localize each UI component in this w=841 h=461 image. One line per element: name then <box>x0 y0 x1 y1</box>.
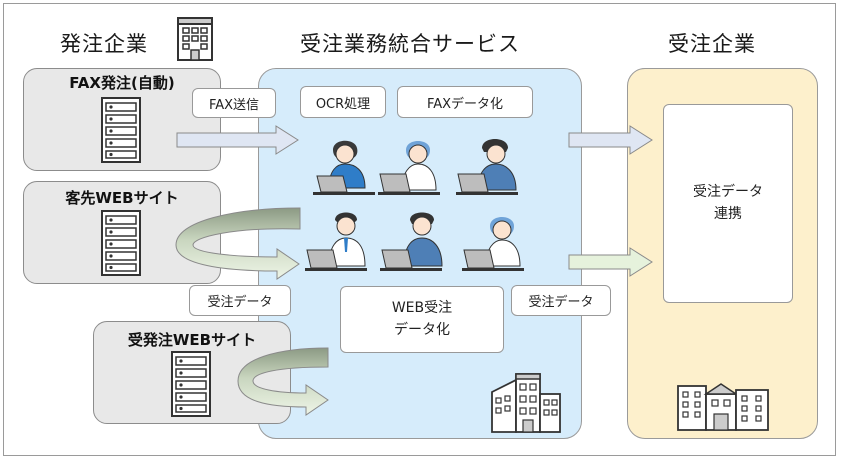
server-icon <box>101 97 141 163</box>
label-fax-send: FAX送信 <box>192 88 276 118</box>
building-icon <box>177 17 213 61</box>
curved-arrow-order-web <box>237 347 329 416</box>
source-fax-order-label: FAX発注(自動) <box>69 74 175 92</box>
web-data-line2: データ化 <box>394 321 450 338</box>
source-client-website-label: 客先WEBサイト <box>65 189 179 207</box>
label-ocr: OCR処理 <box>300 86 386 118</box>
operator-icon <box>378 141 440 195</box>
label-order-data-left: 受注データ <box>189 285 291 316</box>
link-line1: 受注データ <box>693 183 763 200</box>
buildings-icon <box>677 383 769 431</box>
server-icon <box>171 351 211 417</box>
buildings-icon <box>491 373 561 433</box>
box-order-data-link: 受注データ 連携 <box>663 104 793 303</box>
label-fax-data: FAXデータ化 <box>397 86 533 118</box>
operator-icon <box>462 217 524 271</box>
arrow-fax-to-service <box>176 125 299 155</box>
heading-service: 受注業務統合サービス <box>300 32 520 56</box>
operator-icon <box>305 212 367 271</box>
heading-receiving-company: 受注企業 <box>668 32 756 56</box>
arrow-service-to-customer-bottom <box>568 247 653 277</box>
heading-ordering-company: 発注企業 <box>60 32 148 56</box>
label-order-data-right: 受注データ <box>511 285 611 316</box>
web-data-line1: WEB受注 <box>391 299 453 316</box>
operator-icon <box>313 140 375 195</box>
operator-icon <box>380 212 443 271</box>
box-web-data: WEB受注 データ化 <box>340 286 504 353</box>
arrow-service-to-customer-top <box>568 125 653 155</box>
operator-icon <box>456 139 518 195</box>
curved-arrow-client-web <box>175 207 301 280</box>
link-line2: 連携 <box>714 205 742 222</box>
diagram-frame <box>3 3 836 456</box>
server-icon <box>101 210 141 276</box>
source-order-website-label: 受発注WEBサイト <box>127 331 257 349</box>
